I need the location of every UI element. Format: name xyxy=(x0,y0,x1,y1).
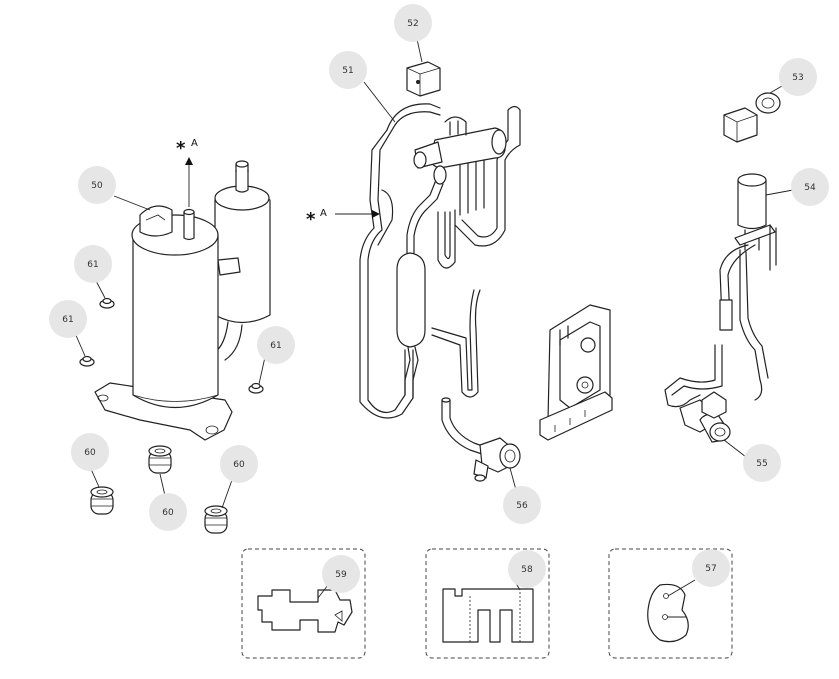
callout-label-61b: 61 xyxy=(62,315,73,325)
callout-54: 54 xyxy=(791,168,829,206)
compressor xyxy=(94,160,271,441)
gasket-box-58 xyxy=(425,548,550,659)
gasket-box-57 xyxy=(608,548,733,659)
valve-coil xyxy=(406,61,441,97)
callout-label-55: 55 xyxy=(756,459,767,469)
gasket-box-59 xyxy=(241,548,366,659)
callout-60-middle: 60 xyxy=(149,493,187,531)
callout-label-60a: 60 xyxy=(84,448,96,458)
callout-53: 53 xyxy=(779,58,817,96)
callout-label-51: 51 xyxy=(342,66,353,76)
pipe-marker: * A xyxy=(306,208,380,230)
callout-label-53: 53 xyxy=(792,73,803,83)
callout-60-left: 60 xyxy=(71,433,109,471)
marker-letter: A xyxy=(191,138,198,149)
callout-51: 51 xyxy=(329,51,367,89)
callout-label-52: 52 xyxy=(407,19,418,29)
expansion-valve-coil xyxy=(723,92,781,143)
callout-label-60c: 60 xyxy=(233,460,245,470)
marker-letter-2: A xyxy=(320,208,327,219)
callout-label-61a: 61 xyxy=(87,260,98,270)
callout-57: 57 xyxy=(692,549,730,587)
callout-label-56: 56 xyxy=(516,501,528,511)
pipe-assembly xyxy=(359,103,521,419)
callout-label-50: 50 xyxy=(91,181,103,191)
callout-61-lower: 61 xyxy=(49,300,87,338)
callout-56: 56 xyxy=(503,486,541,524)
callout-label-54: 54 xyxy=(804,183,816,193)
callout-61-upper: 61 xyxy=(74,245,112,283)
callout-label-57: 57 xyxy=(705,564,716,574)
marker-star: * xyxy=(176,138,186,159)
callout-61-right: 61 xyxy=(257,326,295,364)
marker-star-2: * xyxy=(306,209,316,230)
nut-parts xyxy=(79,297,264,394)
callout-59: 59 xyxy=(322,555,360,593)
suction-marker: * A xyxy=(176,138,198,207)
grommet-parts xyxy=(90,445,228,534)
expansion-valve-assembly xyxy=(664,173,777,443)
callout-52: 52 xyxy=(394,4,432,42)
callout-55: 55 xyxy=(743,444,781,482)
callout-label-60b: 60 xyxy=(162,508,174,518)
bracket-part xyxy=(539,304,613,441)
callout-label-59: 59 xyxy=(335,570,347,580)
callout-60-right: 60 xyxy=(220,445,258,483)
callout-label-58: 58 xyxy=(521,565,533,575)
service-valve xyxy=(441,397,521,482)
callout-58: 58 xyxy=(508,550,546,588)
leader-lines xyxy=(74,38,794,618)
callout-label-61c: 61 xyxy=(270,341,281,351)
callout-50: 50 xyxy=(78,166,116,204)
